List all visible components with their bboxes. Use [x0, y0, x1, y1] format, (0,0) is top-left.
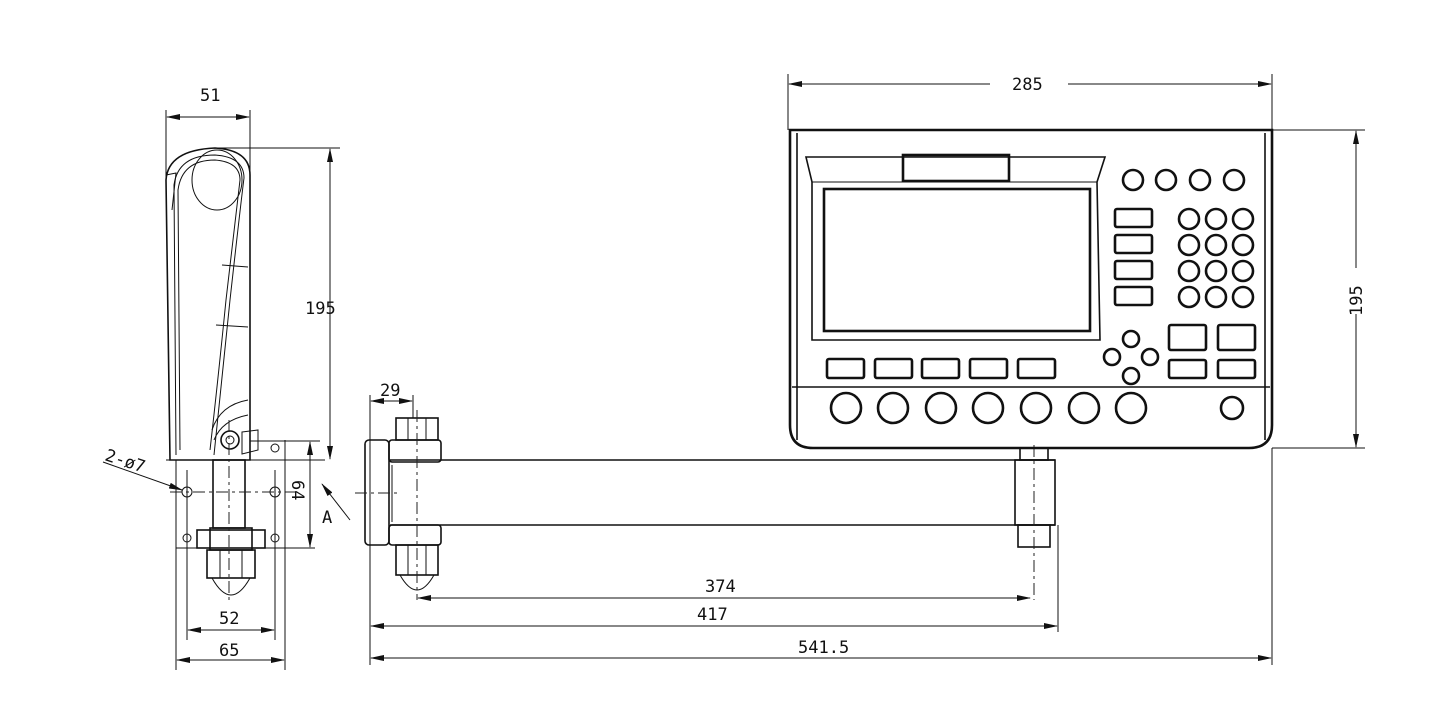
display-screen: [822, 187, 1092, 333]
dim-hole-spacing: 52: [219, 609, 239, 629]
softkeys: [825, 357, 1057, 380]
numeric-keypad: [1177, 207, 1255, 309]
dim-hole-spec: 2-ø7: [102, 446, 147, 478]
function-keys: [1113, 207, 1154, 307]
dim-side-height: 195: [305, 299, 336, 319]
pivot-icon: [220, 430, 240, 450]
knob-row: [829, 391, 1245, 425]
dim-panel-width: 285: [1012, 75, 1043, 95]
dim-bracket-width: 29: [380, 381, 400, 401]
dim-arm-374: 374: [705, 577, 736, 597]
control-panel-front: 285 195: [787, 74, 1370, 450]
dim-side-width: 51: [200, 86, 220, 106]
direction-pad: [1102, 329, 1160, 386]
dim-overall-length: 541.5: [798, 638, 849, 658]
swing-arm: 29 374 417 541.5: [355, 381, 1273, 665]
dim-panel-height: 195: [1347, 285, 1367, 316]
dim-base-width: 65: [219, 641, 239, 661]
dim-arm-417: 417: [697, 605, 728, 625]
top-round-buttons: [1121, 168, 1246, 192]
view-arrow-icon: [321, 483, 351, 521]
dim-mount-height: 64: [287, 480, 307, 500]
side-view: 51 195 64 52 65 2-ø7 A: [102, 86, 351, 670]
view-label: A: [322, 508, 332, 528]
right-keys: [1167, 323, 1257, 380]
